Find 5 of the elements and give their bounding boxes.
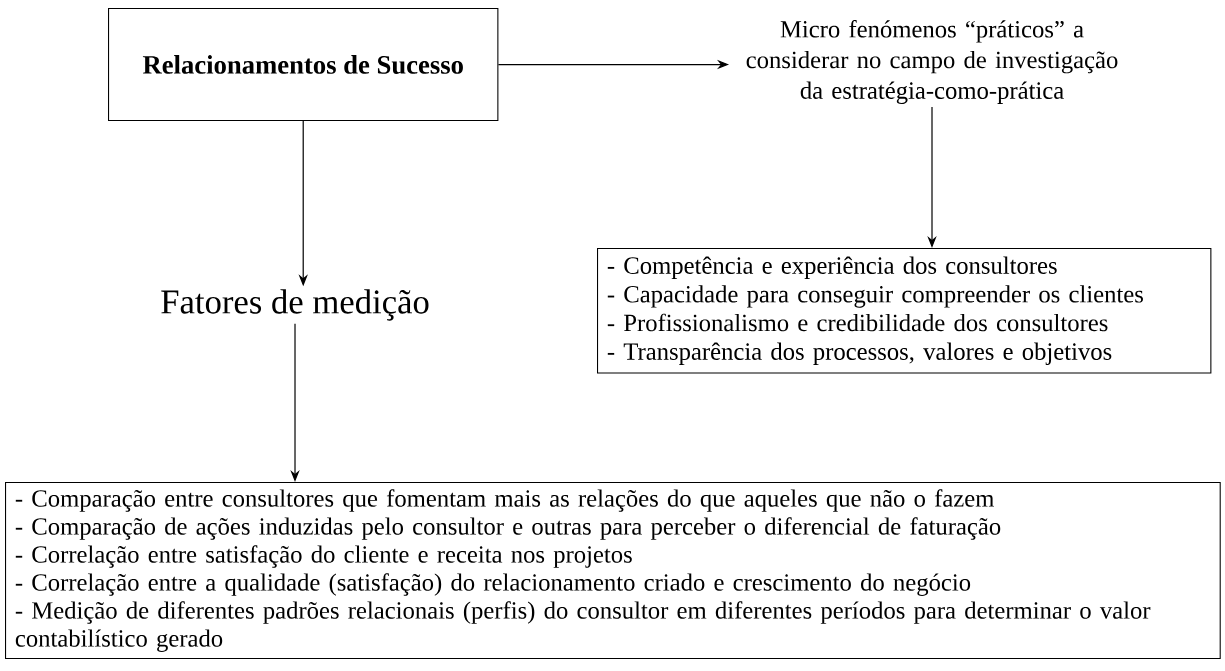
list-box: - Comparação entre consultores que fomentam mais as relações do que aqueles que não o fazem - Comparação de ações induzidas pelo consultor e outras para perceber o diferencial de faturação - Correlação entre satisfação do cliente e receita nos projetos - Correlação entre a qualidade (satisfação) do relacionamento criado e crescimento do negócio - Medição de diferentes padrões relacionais (perfis) do consultor em diferentes períodos para determinar o valor contabilístico gerado: [5, 482, 1221, 660]
list-box: - Competência e experiência dos consultores - Capacidade para conseguir compreender os clientes - Profissionalismo e credibilidade dos consultores - Transparência dos processos, valores e objetivos: [597, 248, 1212, 374]
title-box: Relacionamentos de Sucesso: [108, 8, 499, 122]
heading-text: Fatores de medição: [161, 289, 429, 321]
heading-text: Micro fenómenos “práticos” a considerar no campo de investigação da estratégia-como-prática: [746, 20, 1118, 104]
